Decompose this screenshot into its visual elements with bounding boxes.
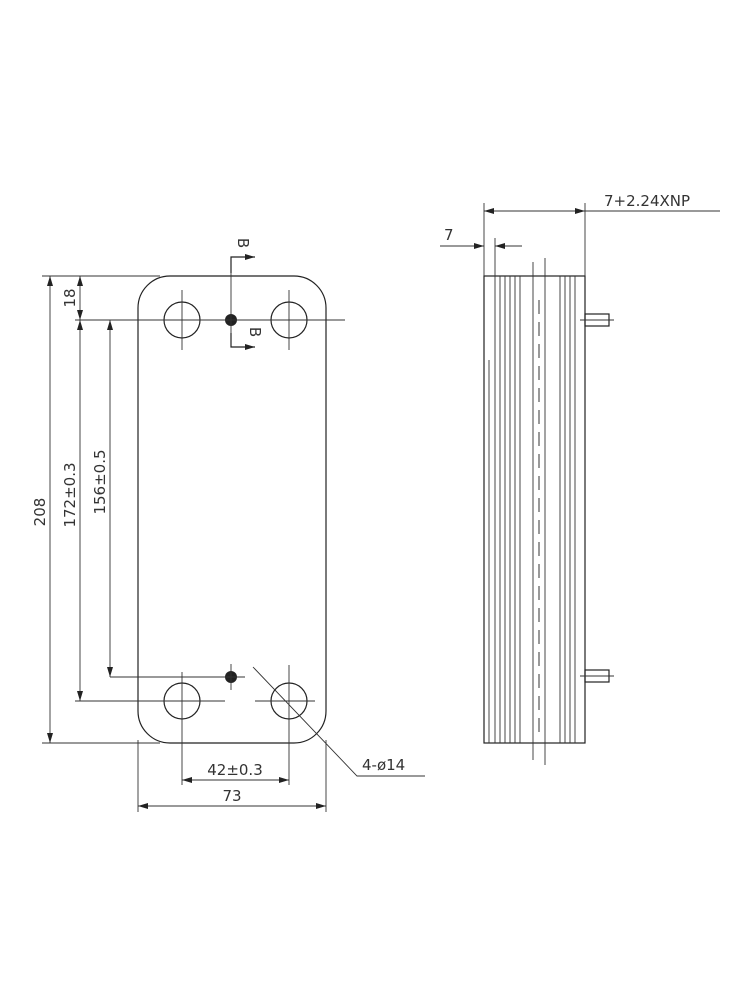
section-arrow [230, 333, 255, 350]
dim-port-spacing-outer: 172±0.3 [61, 462, 79, 527]
front-view: 208 18 172±0.3 156±0.5 42±0.3 73 4-ø14 B… [31, 238, 425, 812]
section-mark-top: B [234, 238, 252, 248]
dim-total-thickness: 7+2.24XNP [604, 192, 690, 210]
dim-port-spacing-inner: 156±0.5 [91, 449, 109, 514]
side-view: 7+2.24XNP 7 [440, 192, 720, 765]
dim-top-offset: 18 [61, 288, 79, 307]
plate-outline [137, 275, 327, 744]
plate-pack [483, 275, 586, 744]
dim-plate-thickness: 7 [444, 226, 454, 244]
section-mark-bottom: B [246, 327, 264, 337]
section-arrow [230, 254, 255, 273]
hole-callout: 4-ø14 [362, 756, 405, 774]
dim-width: 73 [222, 787, 241, 805]
dim-overall-height: 208 [31, 498, 49, 527]
dim-port-horizontal: 42±0.3 [207, 761, 263, 779]
hole-leader [252, 666, 425, 777]
